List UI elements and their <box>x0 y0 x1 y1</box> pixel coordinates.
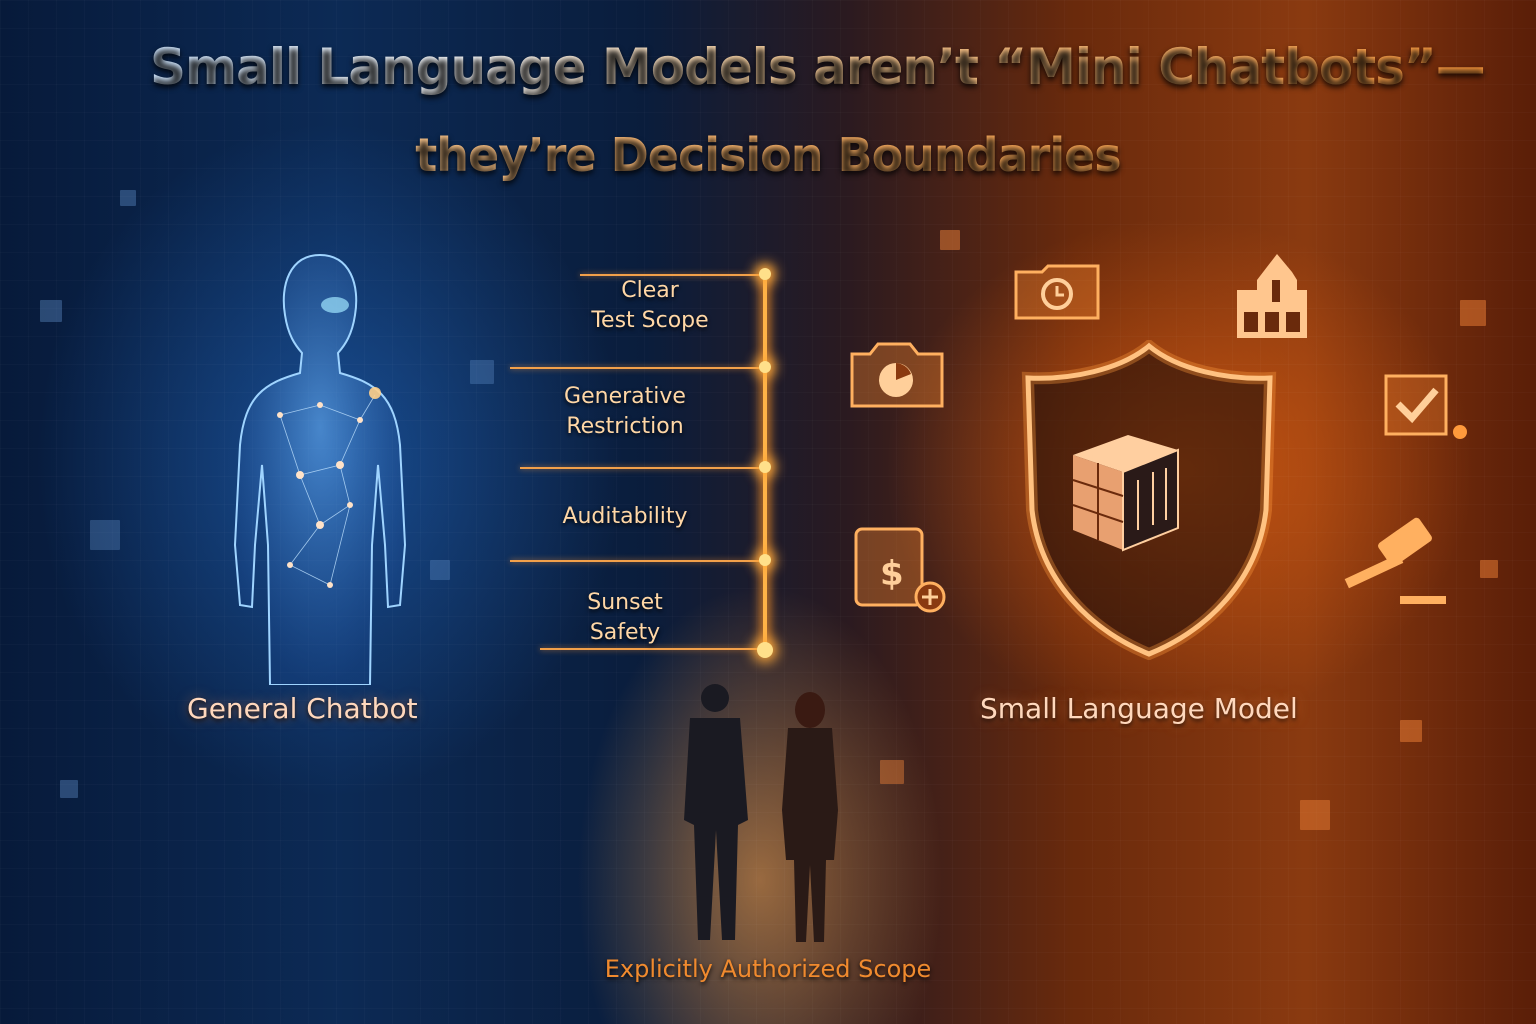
gavel-icon <box>1344 517 1446 604</box>
connector-line <box>510 367 765 369</box>
connector-line <box>580 274 765 276</box>
general-chatbot-label: General Chatbot <box>187 692 418 725</box>
camera-chart-icon <box>850 342 944 408</box>
boundary-label-generative-restriction: Generative Restriction <box>564 384 686 439</box>
page-title-line1: Small Language Models aren’t “Mini Chatb… <box>150 38 1486 96</box>
document-dollar-plus-icon: $ <box>854 527 946 613</box>
page-title-line2: they’re Decision Boundaries <box>0 128 1536 182</box>
checkbox-check-icon <box>1384 374 1467 439</box>
boundary-connector-line <box>763 272 767 647</box>
connector-node <box>759 268 771 280</box>
two-business-people-icon <box>684 684 838 942</box>
connector-node <box>759 361 771 373</box>
boundary-label-sunset-safety: Sunset Safety <box>587 590 663 645</box>
connector-line <box>520 467 765 469</box>
explicitly-authorized-scope-label: Explicitly Authorized Scope <box>604 955 932 983</box>
connector-line <box>510 560 765 562</box>
connector-node <box>757 642 773 658</box>
small-language-model-label: Small Language Model <box>980 692 1298 725</box>
boundary-label-auditability: Auditability <box>562 504 688 529</box>
holographic-human-icon <box>233 253 407 685</box>
connector-node <box>759 554 771 566</box>
boundary-label-clear-test-scope: Clear Test Scope <box>591 278 709 333</box>
svg-text:$: $ <box>880 554 904 594</box>
building-icon <box>1237 254 1307 338</box>
folder-clock-icon <box>1014 264 1100 320</box>
shield-with-cube-icon <box>1021 340 1277 660</box>
connector-line <box>540 648 765 650</box>
connector-node <box>759 461 771 473</box>
